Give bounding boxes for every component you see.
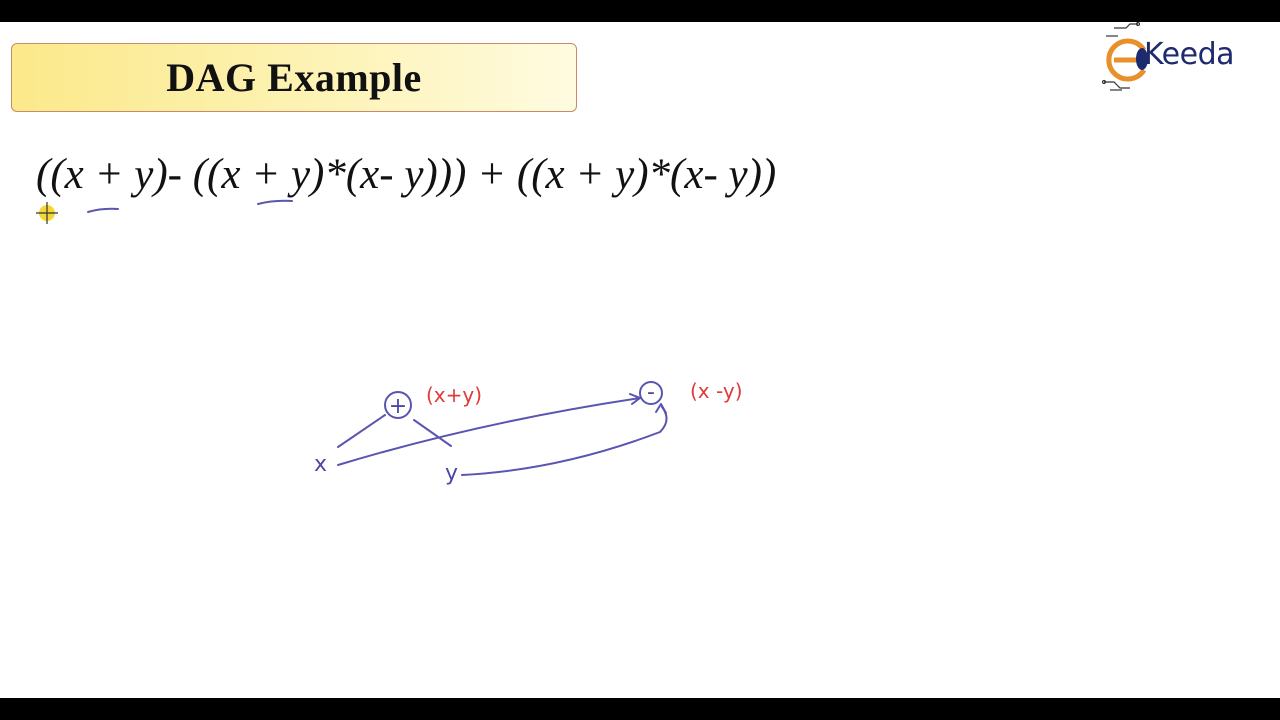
ekeeda-e-icon: [1101, 21, 1148, 91]
slide-title: DAG Example: [166, 55, 422, 100]
slide: DAG Example ((x + y)- ((x + y)*(x- y))) …: [0, 21, 1280, 698]
leaf-x: x: [314, 452, 327, 477]
edge-plus-x: [337, 414, 386, 448]
minus-node-label: (x -y): [690, 379, 743, 403]
minus-node-symbol: -: [647, 380, 655, 405]
ekeeda-logo: Keeda: [1100, 21, 1260, 96]
handwritten-dag-sketch: + - x y (x+y) (x -y): [36, 199, 743, 486]
minus-node: [639, 381, 663, 405]
edge-x-minus: [337, 397, 641, 466]
plus-node-symbol: +: [389, 394, 407, 419]
title-banner: DAG Example: [11, 43, 577, 112]
leaf-y: y: [445, 461, 458, 486]
edge-y-minus: [461, 406, 668, 476]
underline-stroke-2: [257, 199, 293, 205]
edge-y-minus-arrowhead: [655, 403, 667, 414]
plus-node: [384, 391, 412, 419]
underline-stroke-1: [87, 207, 119, 213]
plus-node-label: (x+y): [426, 383, 482, 407]
logo-text: Keeda: [1144, 37, 1235, 72]
expression-text: ((x + y)- ((x + y)*(x- y))) + ((x + y)*(…: [36, 151, 777, 198]
pointer-cursor-icon: [36, 202, 58, 224]
edge-x-minus-arrowhead: [629, 393, 641, 405]
edge-plus-y: [413, 419, 452, 447]
